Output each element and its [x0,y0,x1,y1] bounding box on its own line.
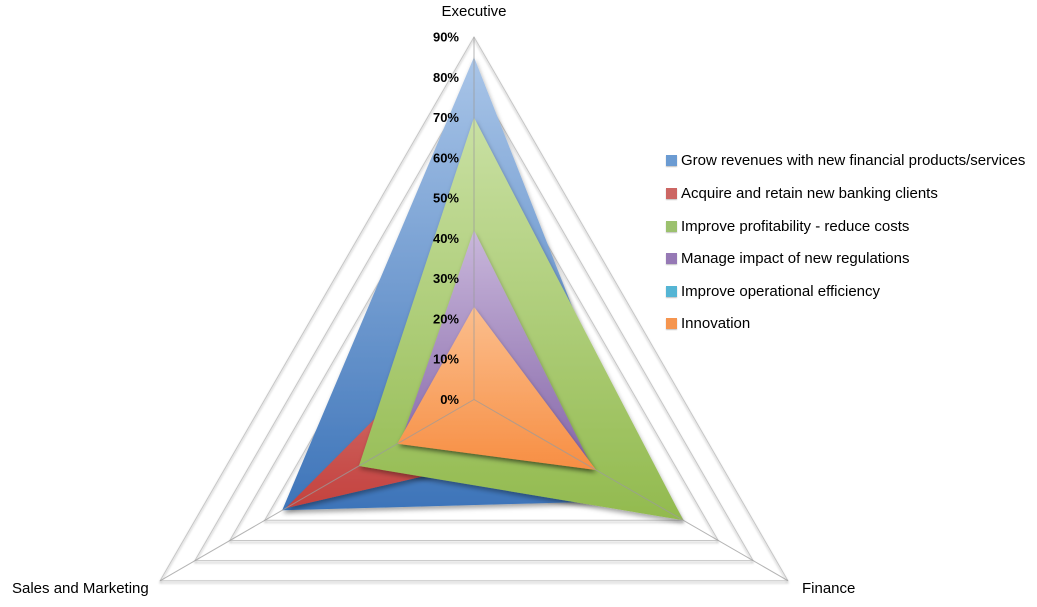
tick-label-20pct: 20% [433,311,459,326]
legend-item[interactable]: Grow revenues with new financial product… [666,151,1025,170]
tick-label-30pct: 30% [433,271,459,286]
series-area-6[interactable] [397,306,597,470]
legend-swatch-icon [666,155,677,166]
legend-swatch-icon [666,221,677,232]
tick-label-60pct: 60% [433,150,459,165]
legend-swatch-icon [666,286,677,297]
tick-label-40pct: 40% [433,231,459,246]
tick-label-80pct: 80% [433,70,459,85]
tick-label-0pct: 0% [440,392,459,407]
tick-label-90pct: 90% [433,30,459,45]
legend-item[interactable]: Manage impact of new regulations [666,249,909,268]
axis-label-finance: Finance [802,580,856,597]
legend-item[interactable]: Acquire and retain new banking clients [666,184,938,203]
axis-label-executive: Executive [441,3,507,20]
radar-axis-spokes [159,37,789,582]
legend-item[interactable]: Improve profitability - reduce costs [666,217,909,236]
tick-label-10pct: 10% [433,352,459,367]
axis-label-sales-and-marketing: Sales and Marketing [12,580,149,597]
legend-item[interactable]: Improve operational efficiency [666,282,880,301]
legend-item[interactable]: Innovation [666,314,750,333]
tick-label-50pct: 50% [433,191,459,206]
legend-swatch-icon [666,188,677,199]
legend-swatch-icon [666,253,677,264]
tick-label-70pct: 70% [433,110,459,125]
legend-swatch-icon [666,318,677,329]
